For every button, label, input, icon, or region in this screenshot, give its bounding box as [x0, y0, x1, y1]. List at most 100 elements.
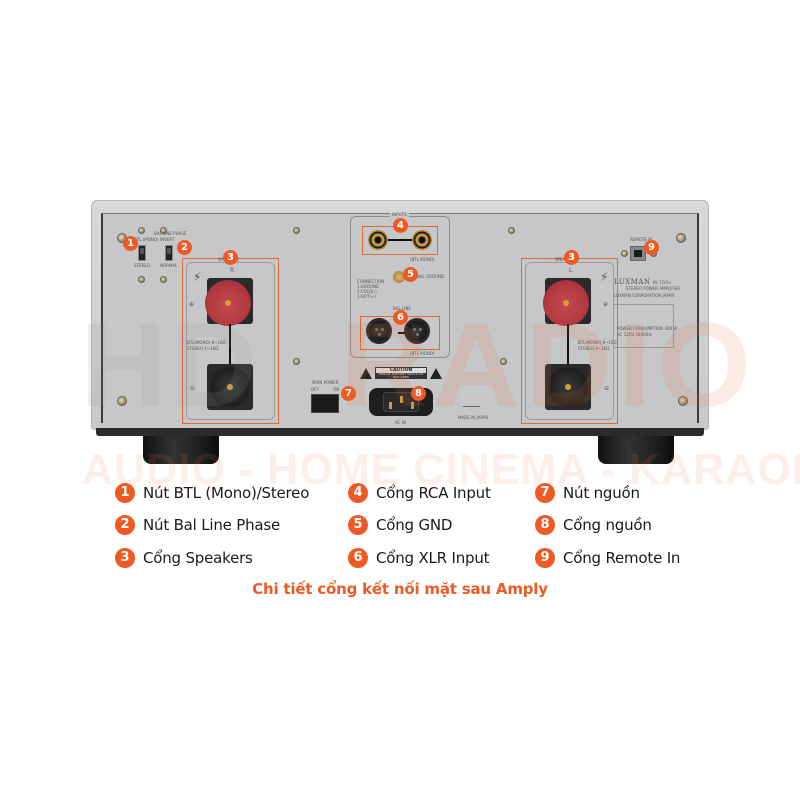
number-badge: 4	[348, 483, 368, 503]
impedance-btl-l: BTL(MONO) 8~16Ω	[578, 340, 617, 345]
legend-item-1: 1 Nút BTL (Mono)/Stereo	[115, 482, 309, 504]
signal-ground-terminal[interactable]	[393, 271, 405, 283]
badge-7: 7	[341, 386, 356, 401]
legend-item-6: 6 Cổng XLR Input	[348, 547, 490, 569]
xlr-input-l[interactable]	[404, 318, 430, 344]
screw-icon	[678, 396, 688, 406]
btl-label: BTL (MONO)	[134, 237, 159, 242]
number-badge: 9	[535, 548, 555, 568]
legend-label: Cổng nguồn	[563, 516, 652, 534]
lightning-icon: ⚡	[600, 270, 609, 284]
amplifier-rear-panel: BTL (MONO) STEREO BAL LINE PHASE INVERT …	[91, 200, 709, 464]
badge-8: 8	[411, 386, 426, 401]
speaker-negative-terminal-r[interactable]	[210, 367, 250, 407]
legend-label: Cổng GND	[376, 516, 453, 534]
ac-in-label: AC IN	[395, 420, 406, 425]
minus-symbol: ⊖	[604, 385, 610, 392]
screw-icon	[160, 227, 167, 234]
connection-cold: 2:COLD(-)	[357, 289, 377, 294]
screw-icon	[138, 227, 145, 234]
connection-label: CONNECTION	[357, 279, 385, 284]
inputs-label: INPUTS	[390, 212, 409, 217]
remote-in-label: REMOTE IN	[630, 237, 653, 242]
plus-symbol: ⊕	[603, 301, 609, 308]
jumper-wire	[567, 324, 569, 364]
number-badge: 7	[535, 483, 555, 503]
foot-right	[598, 434, 674, 464]
legend-item-9: 9 Cổng Remote In	[535, 547, 680, 569]
btl-mono-label-xlr: (BTL MONO)	[410, 351, 435, 356]
number-badge: 3	[115, 548, 135, 568]
legend-label: Nút BTL (Mono)/Stereo	[143, 484, 310, 502]
screw-icon	[500, 358, 507, 365]
foot-left	[143, 434, 219, 464]
spec-plate: POWER CONSUMPTION 300 W AC 120V 50/60Hz	[613, 304, 677, 348]
number-badge: 6	[348, 548, 368, 568]
lightning-icon: ⚡	[193, 270, 202, 284]
plus-symbol: ⊕	[189, 301, 195, 308]
number-badge: 1	[115, 483, 135, 503]
screw-icon	[293, 227, 300, 234]
normal-label: NORMAL	[160, 263, 178, 268]
xlr-input-r[interactable]	[366, 318, 392, 344]
badge-3-left: 3	[564, 250, 579, 265]
main-power-label: MAIN POWER	[312, 380, 339, 385]
amp-subtitle: STEREO POWER AMPLIFIER	[626, 286, 681, 291]
badge-4: 4	[393, 218, 408, 233]
speaker-positive-terminal-l[interactable]	[543, 280, 589, 326]
legend-item-5: 5 Cổng GND	[348, 514, 452, 536]
xlr-bridge	[398, 332, 406, 334]
rca-input-l[interactable]	[412, 230, 432, 250]
speaker-positive-terminal-r[interactable]	[205, 280, 251, 326]
screw-icon	[508, 227, 515, 234]
chassis-bottom	[96, 428, 704, 436]
screw-icon	[160, 276, 167, 283]
impedance-stereo-l: STEREO 4~16Ω	[578, 346, 610, 351]
screw-icon	[117, 396, 127, 406]
legend-label: Cổng Speakers	[143, 549, 253, 567]
speaker-negative-terminal-l[interactable]	[548, 367, 588, 407]
made-in-japan-label: MADE IN JAPAN	[458, 415, 489, 420]
badge-5: 5	[403, 267, 418, 282]
btl-stereo-switch[interactable]	[138, 245, 146, 261]
number-badge: 8	[535, 515, 555, 535]
on-label: ON	[333, 387, 340, 392]
caution-label: CAUTION RISK OF ELECTRIC SHOCK DO NOT OP…	[375, 367, 427, 379]
legend-item-2: 2 Nút Bal Line Phase	[115, 514, 280, 536]
warning-triangle-icon	[360, 368, 372, 379]
main-power-switch[interactable]	[311, 394, 339, 413]
number-badge: 5	[348, 515, 368, 535]
legend: 1 Nút BTL (Mono)/Stereo 2 Nút Bal Line P…	[115, 482, 715, 572]
screw-icon	[676, 233, 686, 243]
legend-label: Nút nguồn	[563, 484, 640, 502]
bal-line-phase-switch[interactable]	[165, 245, 173, 261]
impedance-stereo-r: STEREO 4~16Ω	[187, 346, 219, 351]
connection-hot: 3:HOT(+)	[357, 294, 376, 299]
legend-label: Cổng XLR Input	[376, 549, 490, 567]
warning-triangle-icon	[430, 368, 442, 379]
legend-item-8: 8 Cổng nguồn	[535, 514, 652, 536]
screw-icon	[621, 250, 628, 257]
badge-3-right: 3	[223, 250, 238, 265]
legend-label: Cổng Remote In	[563, 549, 681, 567]
divider-line	[463, 406, 480, 407]
btl-mono-label-rca: (BTL MONO)	[410, 257, 435, 262]
rca-input-r[interactable]	[368, 230, 388, 250]
legend-item-7: 7 Nút nguồn	[535, 482, 640, 504]
jumper-wire	[229, 324, 231, 364]
number-badge: 2	[115, 515, 135, 535]
badge-6: 6	[393, 310, 408, 325]
bal-line-label: BAL LINE	[393, 306, 411, 311]
rca-bridge	[388, 239, 412, 241]
impedance-btl-r: BTL(MONO) 8~16Ω	[187, 340, 226, 345]
legend-label: Nút Bal Line Phase	[143, 516, 281, 534]
luxman-logo: LUXMAN M-700u	[614, 278, 672, 286]
stereo-label: STEREO	[134, 263, 150, 268]
signal-ground-label: SIGNAL GROUND	[410, 274, 445, 279]
legend-item-4: 4 Cổng RCA Input	[348, 482, 491, 504]
minus-symbol: ⊖	[190, 385, 196, 392]
channel-r-label: R	[230, 267, 235, 274]
badge-9: 9	[644, 240, 659, 255]
amp-maker: LUXMAN CORPORATION JAPAN	[614, 293, 675, 298]
remote-in-port[interactable]	[630, 246, 646, 261]
